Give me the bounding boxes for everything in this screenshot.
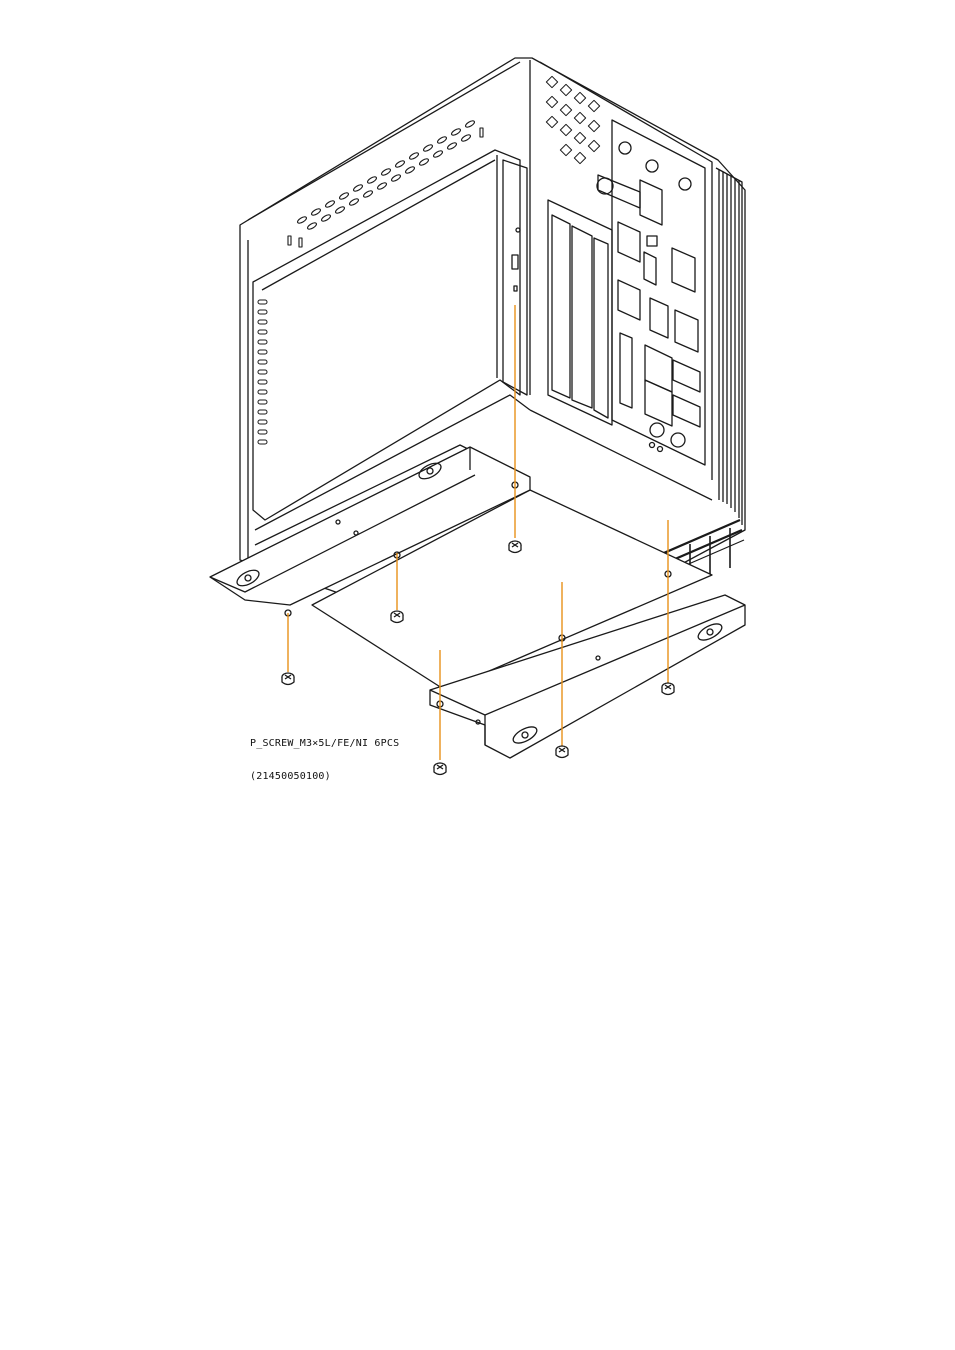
screw bbox=[556, 746, 568, 758]
screw bbox=[434, 763, 446, 775]
screw-callout-code: (21450050100) bbox=[250, 771, 399, 782]
screw bbox=[662, 683, 674, 695]
screw-callout-label: P_SCREW_M3×5L/FE/NI 6PCS (21450050100) bbox=[250, 716, 399, 793]
screw bbox=[391, 611, 403, 623]
screw bbox=[282, 673, 294, 685]
screw-callout-part-number: P_SCREW_M3×5L/FE/NI 6PCS bbox=[250, 738, 399, 749]
screw bbox=[509, 541, 521, 553]
